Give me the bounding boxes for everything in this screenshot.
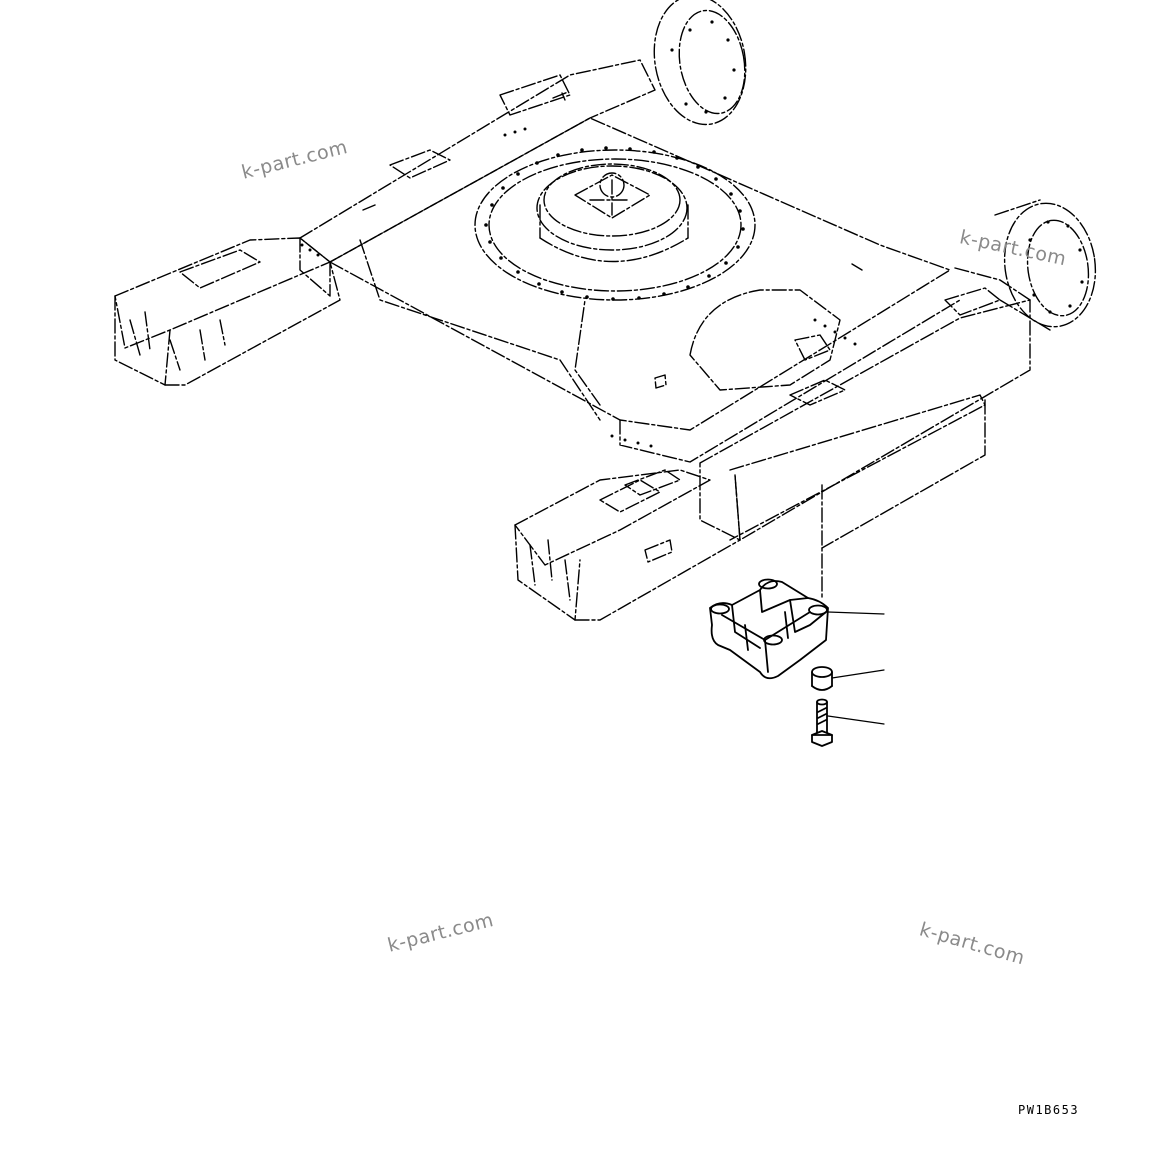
drawing-code: PW1B653 [1018,1103,1080,1117]
guard-leader-line [827,611,885,615]
spacer-part [811,666,833,691]
bolt-part [811,698,833,747]
spacer-leader-line [831,669,885,679]
swing-circle-bolt-holes [300,20,1084,448]
callout-leaders [827,611,885,725]
bolt-leader-line [827,715,885,725]
guard-part [709,578,829,680]
track-frame [114,0,1097,621]
